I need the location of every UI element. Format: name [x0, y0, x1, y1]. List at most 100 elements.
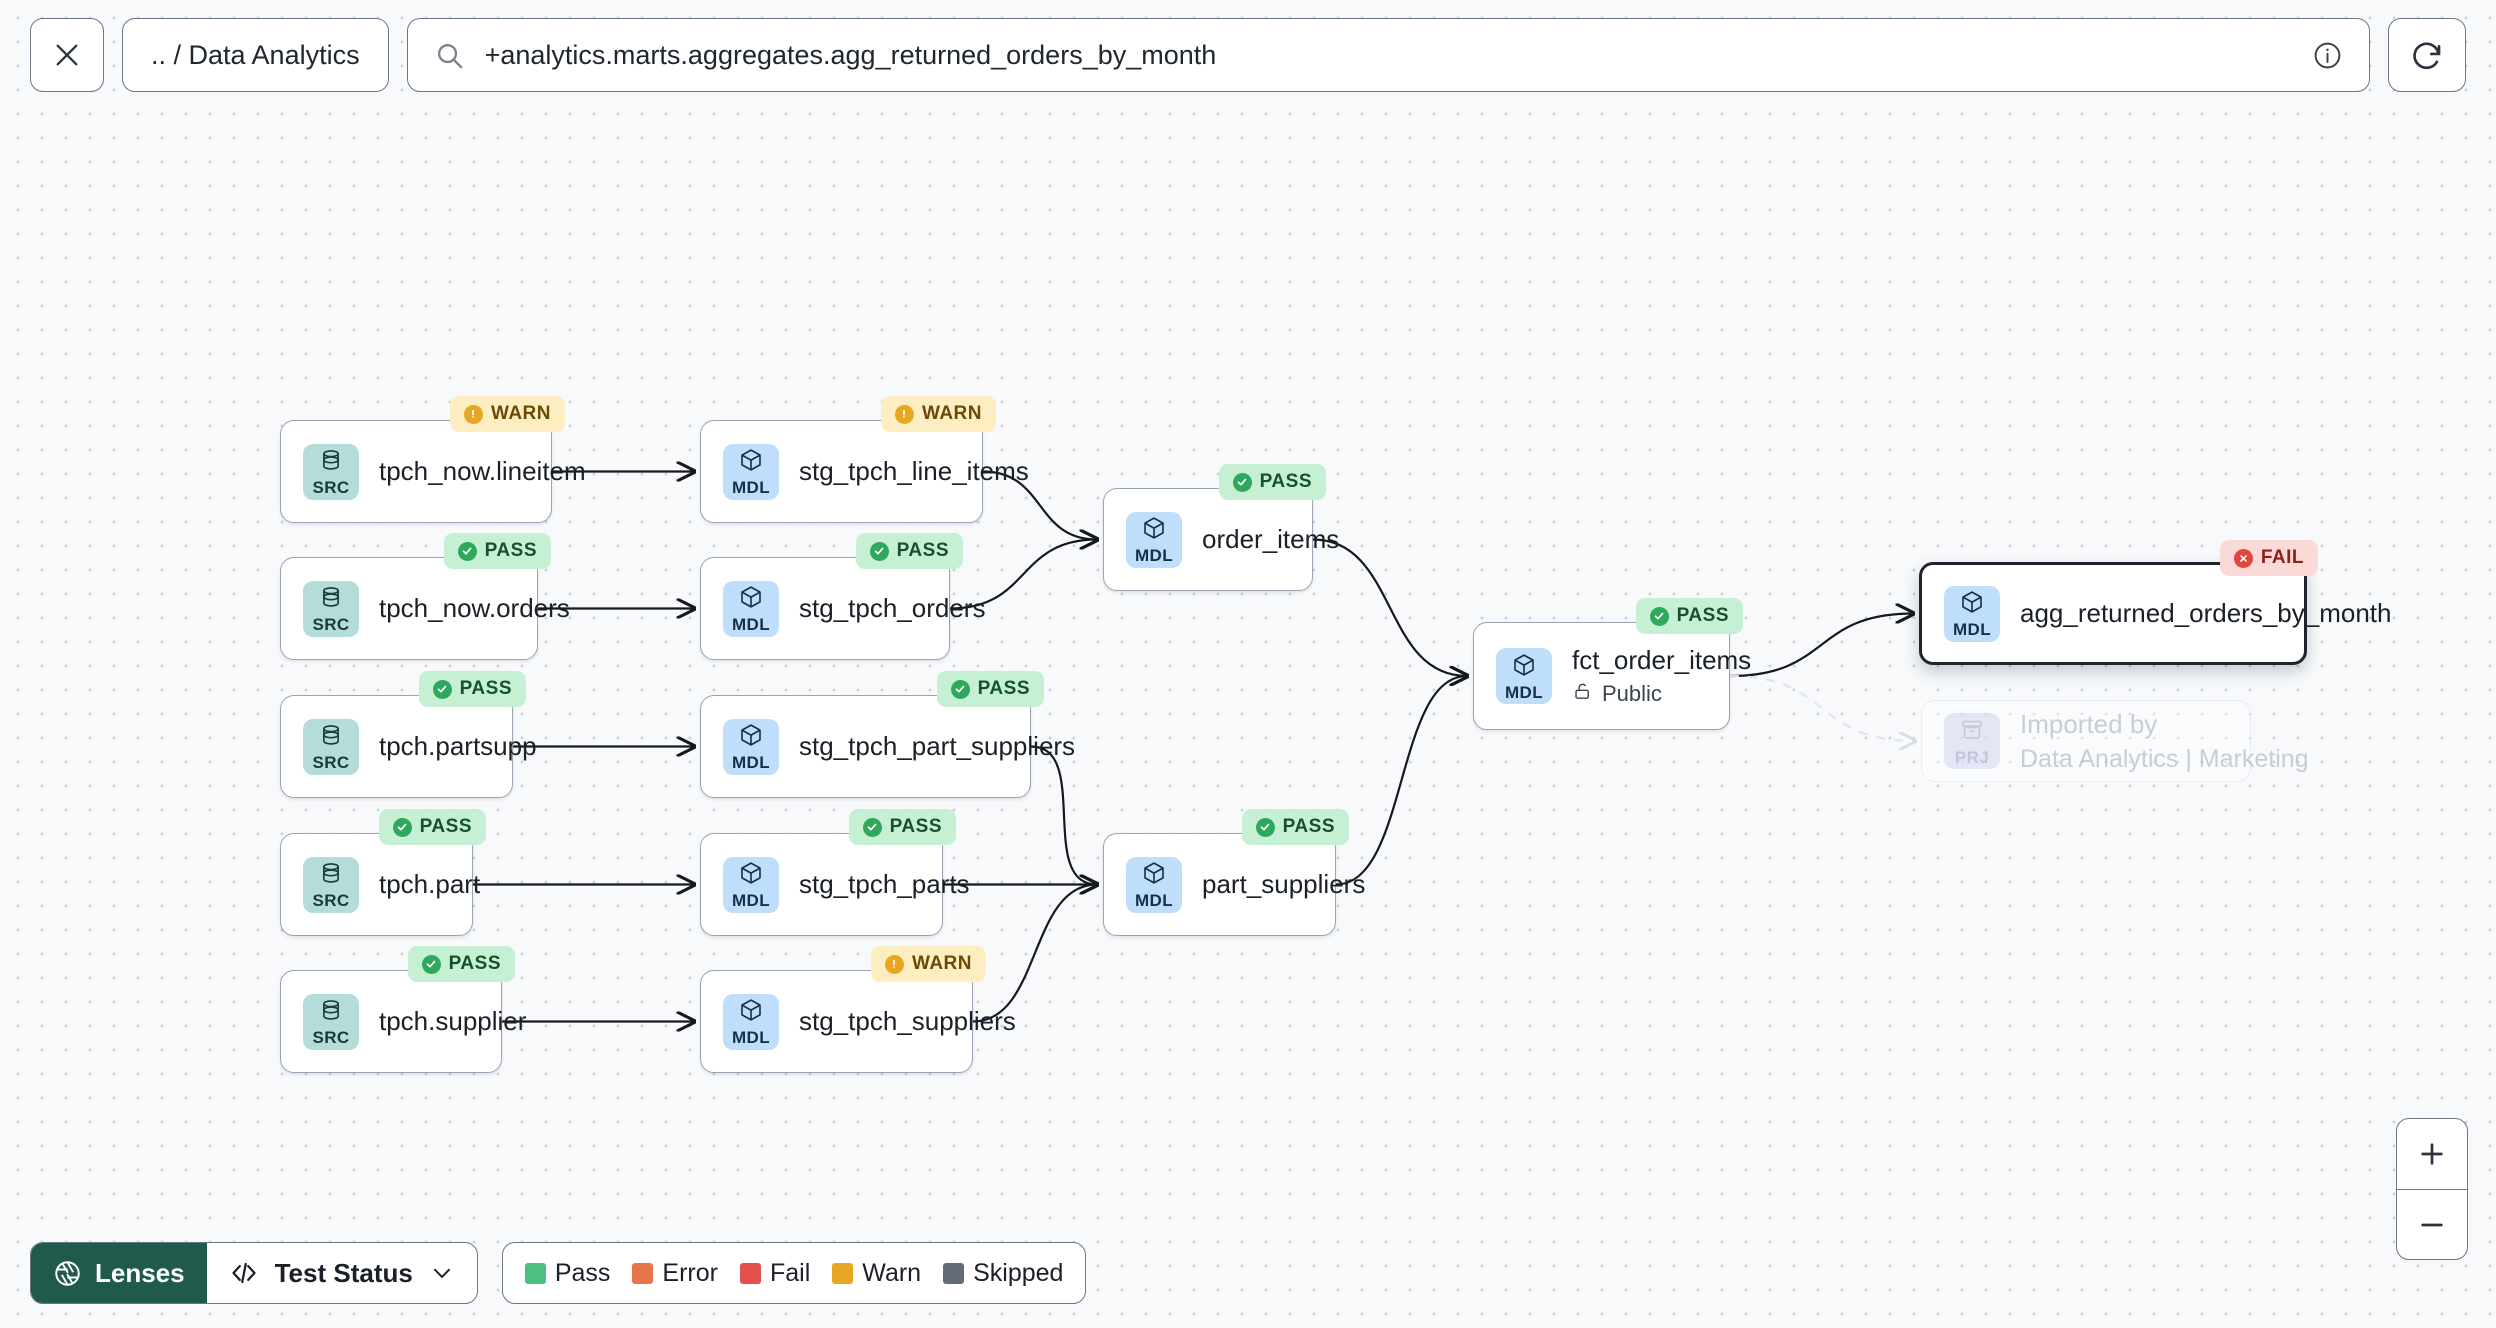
node-status-badge[interactable]: PASS	[1241, 809, 1349, 845]
search-icon	[434, 40, 465, 71]
node-status-badge[interactable]: PASS	[418, 671, 526, 707]
node-type-badge-mdl: MDL	[723, 580, 779, 637]
status-fail-icon	[2233, 548, 2253, 568]
legend-item-warn[interactable]: Warn	[832, 1259, 921, 1288]
database-icon	[318, 584, 344, 615]
legend-label: Fail	[769, 1258, 811, 1287]
node-type-label: MDL	[731, 615, 771, 634]
node-type-badge-src: SRC	[303, 993, 359, 1050]
cube-icon	[738, 997, 764, 1028]
node-type-label: SRC	[312, 615, 350, 634]
zoom-in-button[interactable]	[2397, 1119, 2467, 1189]
breadcrumb-button[interactable]: .. / Data Analytics	[122, 18, 389, 92]
test-status-dropdown[interactable]: Test Status	[207, 1243, 477, 1303]
plus-icon	[2421, 1143, 2443, 1165]
node-type-label: SRC	[312, 1028, 350, 1047]
graph-node-tpch_supplier[interactable]: SRC tpch.supplier PASS	[280, 946, 527, 1073]
info-circle-icon[interactable]	[2312, 40, 2343, 71]
node-status-badge[interactable]: FAIL	[2219, 540, 2318, 576]
legend-label: Error	[662, 1258, 718, 1287]
code-icon	[229, 1258, 259, 1288]
aperture-icon	[53, 1259, 82, 1288]
status-pass-icon	[432, 679, 452, 699]
node-title: agg_returned_orders_by_month	[2020, 598, 2392, 628]
graph-node-agg_returned_orders_by_month[interactable]: MDL agg_returned_orders_by_month FAIL	[1919, 540, 2392, 665]
node-status-badge[interactable]: PASS	[1635, 598, 1743, 634]
status-pass-icon	[1649, 606, 1669, 626]
node-body: agg_returned_orders_by_month	[2020, 598, 2392, 629]
search-input[interactable]: +analytics.marts.aggregates.agg_returned…	[484, 39, 1217, 70]
node-status-badge[interactable]: PASS	[848, 809, 956, 845]
legend-item-fail[interactable]: Fail	[739, 1258, 811, 1288]
close-button[interactable]	[30, 18, 104, 92]
legend-item-skipped[interactable]: Skipped	[943, 1259, 1063, 1288]
node-status-badge[interactable]: WARN	[449, 396, 565, 432]
test-status-label: Test Status	[274, 1257, 413, 1288]
cube-icon	[1141, 860, 1167, 891]
node-title: stg_tpch_suppliers	[799, 1006, 1016, 1036]
node-status-badge[interactable]: PASS	[936, 671, 1044, 707]
node-type-badge-src: SRC	[303, 856, 359, 913]
node-type-badge-prj: PRJ	[1944, 713, 2000, 769]
node-status-badge[interactable]: PASS	[855, 533, 963, 569]
node-status-badge[interactable]: PASS	[443, 533, 551, 569]
archive-icon	[1959, 717, 1985, 748]
node-status-badge[interactable]: WARN	[880, 396, 996, 432]
status-pass-icon	[421, 954, 441, 974]
node-status-label: PASS	[889, 816, 942, 837]
status-pass-icon	[1255, 817, 1275, 837]
minus-icon	[2421, 1223, 2443, 1226]
node-type-label: SRC	[312, 478, 350, 497]
cube-icon	[738, 860, 764, 891]
node-status-label: PASS	[977, 678, 1030, 699]
graph-node-stg_tpch_orders[interactable]: MDL stg_tpch_orders PASS	[700, 533, 985, 660]
unlock-icon	[1572, 681, 1593, 708]
lenses-button[interactable]: Lenses	[31, 1243, 207, 1303]
cube-icon	[1511, 652, 1537, 683]
node-body: stg_tpch_orders	[799, 593, 985, 624]
legend-swatch	[739, 1262, 761, 1284]
status-pass-icon	[1232, 472, 1252, 492]
node-status-badge[interactable]: PASS	[378, 809, 486, 845]
legend-swatch	[943, 1262, 965, 1284]
cube-icon	[738, 722, 764, 753]
node-status-badge[interactable]: WARN	[870, 946, 986, 982]
node-body: stg_tpch_parts	[799, 869, 970, 900]
node-title: tpch.supplier	[379, 1006, 527, 1036]
node-type-badge-src: SRC	[303, 580, 359, 637]
node-status-badge[interactable]: PASS	[1218, 464, 1326, 500]
database-icon	[318, 722, 344, 753]
node-type-badge-mdl: MDL	[1944, 585, 2000, 642]
node-status-badge[interactable]: PASS	[407, 946, 515, 982]
search-field[interactable]: +analytics.marts.aggregates.agg_returned…	[406, 18, 2370, 92]
database-icon	[318, 447, 344, 478]
legend-item-error[interactable]: Error	[632, 1259, 718, 1288]
node-type-label: MDL	[1504, 682, 1544, 702]
zoom-out-button[interactable]	[2397, 1189, 2467, 1259]
refresh-button[interactable]	[2388, 18, 2466, 92]
node-title: stg_tpch_line_items	[799, 456, 1029, 486]
legend-item-pass[interactable]: Pass	[524, 1259, 610, 1288]
breadcrumb-label: .. / Data Analytics	[151, 39, 360, 70]
status-pass-icon	[392, 817, 412, 837]
node-body: stg_tpch_line_items	[799, 456, 1029, 487]
lenses-group: Lenses Test Status	[30, 1242, 478, 1304]
node-type-badge-src: SRC	[303, 443, 359, 500]
node-title: stg_tpch_part_suppliers	[799, 731, 1076, 761]
node-status-label: PASS	[448, 953, 501, 974]
